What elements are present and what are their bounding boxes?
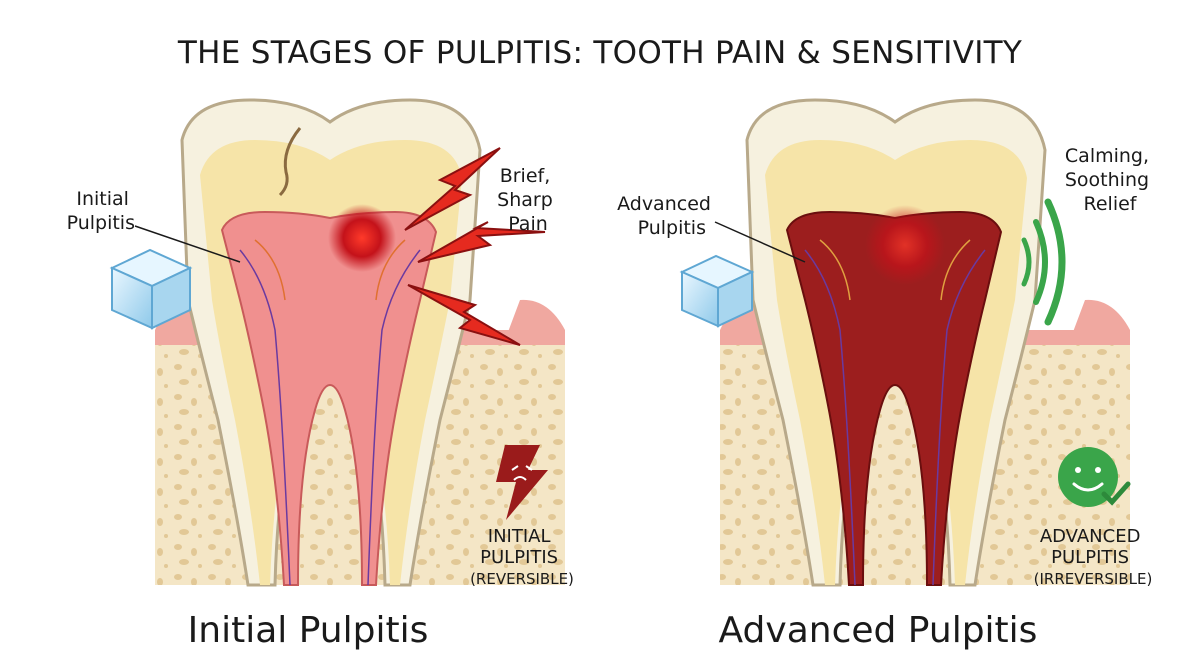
smiley-check-icon — [1058, 447, 1131, 507]
relief-label: Calming, Soothing Relief — [1065, 145, 1155, 215]
pain-label: Brief, Sharp Pain — [497, 165, 559, 235]
angry-lightning-icon — [496, 445, 548, 520]
right-inflammation-spot — [865, 205, 945, 285]
page-title: THE STAGES OF PULPITIS: TOOTH PAIN & SEN… — [177, 35, 1022, 71]
soothing-waves-icon — [1021, 198, 1066, 326]
ice-cube-icon — [109, 248, 193, 330]
right-stage-badge: ADVANCED PULPITIS (IRREVERSIBLE) — [1034, 526, 1153, 588]
lightning-icon — [404, 147, 546, 346]
right-callout-label: Advanced Pulpitis — [617, 193, 717, 239]
ice-cube-icon — [679, 254, 755, 328]
left-stage-badge: INITIAL PULPITIS (REVERSIBLE) — [470, 526, 574, 588]
right-callout-line — [714, 221, 806, 263]
left-caption: Initial Pulpitis — [188, 610, 429, 651]
right-tooth-illustration — [714, 98, 1130, 587]
left-callout-label: Initial Pulpitis — [67, 188, 135, 234]
left-tooth-illustration — [134, 98, 565, 587]
right-caption: Advanced Pulpitis — [719, 610, 1038, 651]
left-inflammation-spot — [328, 204, 396, 272]
left-callout-line — [134, 225, 241, 263]
